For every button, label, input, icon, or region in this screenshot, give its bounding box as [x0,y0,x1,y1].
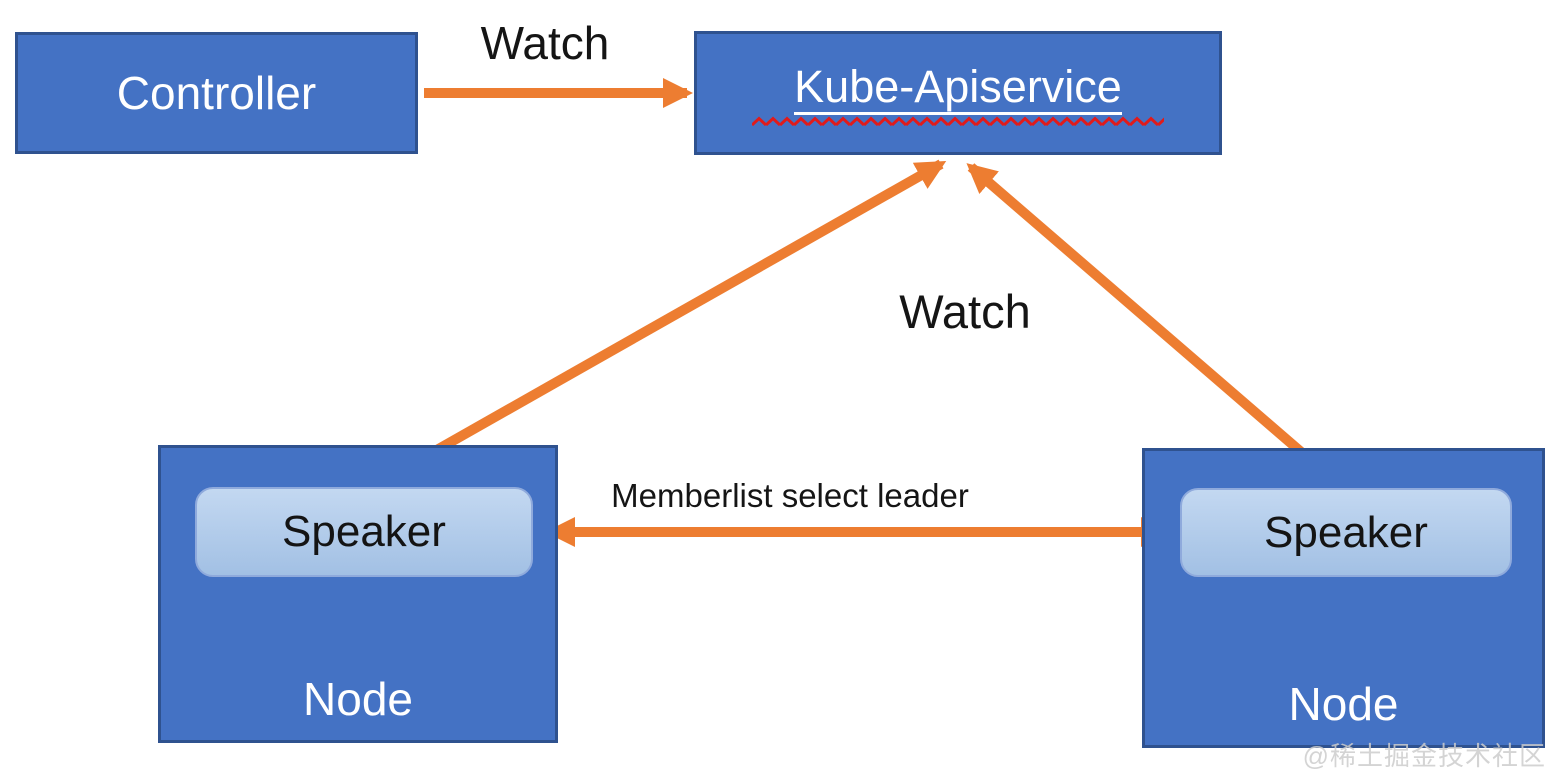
spellcheck-squiggle-underline [752,116,1164,128]
apiservice-box: Kube-Apiservice [694,31,1222,155]
controller-box: Controller [15,32,418,154]
speaker-label-left: Speaker [282,507,446,556]
apiservice-label: Kube-Apiservice [794,64,1122,115]
controller-label: Controller [116,67,317,119]
speaker-box-right: Speaker [1180,488,1512,577]
speaker-label-right: Speaker [1264,507,1428,557]
node-label-left: Node [303,673,413,725]
speaker-box-left: Speaker [195,487,533,577]
watermark: @稀土掘金技术社区 [1302,741,1546,771]
watch-label-top: Watch [480,17,610,69]
memberlist-label: Memberlist select leader [611,477,969,514]
watch-label-center: Watch [899,285,1031,338]
node-label-right: Node [1288,678,1399,730]
